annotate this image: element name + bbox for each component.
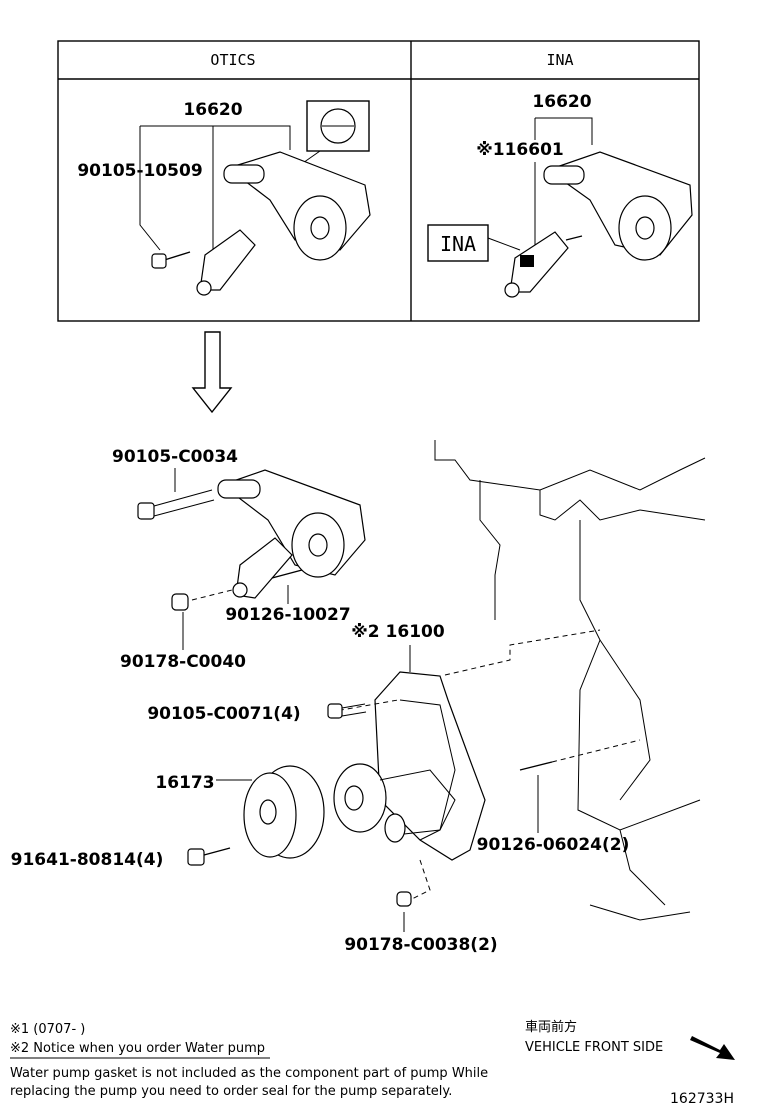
vehicle-front-arrow-icon [690, 1036, 735, 1060]
note-line-4: replacing the pump you need to order sea… [10, 1084, 453, 1099]
block-top-edge [434, 440, 706, 491]
pump-bolt-part [327, 703, 343, 719]
label-pulley[interactable]: 16173 [155, 773, 214, 793]
direction-en: VEHICLE FRONT SIDE [525, 1040, 664, 1055]
header-otics: OTICS [210, 51, 255, 69]
pump-body [379, 769, 456, 836]
nut-top-part [171, 593, 189, 611]
leader-otics-bolt [139, 126, 161, 251]
pump-plate-rib [399, 699, 456, 841]
label-water-pump[interactable]: ※2 16100 [351, 622, 445, 642]
tensioner-bracket-boss [217, 479, 261, 499]
header-ina: INA [546, 51, 573, 69]
ina-bracket-boss [543, 165, 585, 185]
pump-outlet [384, 813, 406, 843]
pump-to-block-dashline [444, 629, 601, 676]
block-top-right [639, 509, 706, 521]
label-ina-assy[interactable]: 16620 [532, 92, 591, 112]
block-bottom-edge [589, 904, 691, 921]
otics-pulley-hub [310, 216, 330, 240]
pulley-part [243, 765, 325, 859]
bolt-top-head [137, 502, 155, 520]
block-rib [539, 490, 641, 521]
direction-jp: 車両前方 [525, 1020, 578, 1035]
otics-bolt-head [151, 253, 167, 269]
label-stud[interactable]: 90126-10027 [225, 605, 350, 625]
label-pump-nut[interactable]: 90178-C0038(2) [344, 935, 497, 955]
ina-tensioner-band [520, 255, 534, 267]
ina-tag-frame [427, 224, 489, 262]
pump-hub [344, 785, 364, 811]
label-pulley-bolt[interactable]: 91641-80814(4) [11, 850, 164, 870]
block-lower-edge [619, 829, 666, 906]
otics-bracket-boss [223, 164, 265, 184]
ina-tensioner-eye [504, 282, 520, 298]
note-line-3: Water pump gasket is not included as the… [10, 1066, 489, 1081]
bolt-top-part [137, 489, 215, 520]
block-stud-dashline [551, 739, 641, 763]
nut-top-dashline [191, 589, 233, 601]
figure-id: 162733H [670, 1091, 734, 1107]
block-left-edge [479, 480, 501, 620]
stud-part [271, 569, 303, 579]
note-2: ※2 Notice when you order Water pump [10, 1041, 265, 1056]
otics-tensioner [199, 229, 256, 291]
block-inner-curve [599, 639, 651, 801]
pump-bolt-shank [341, 703, 367, 717]
block-stud-part [519, 761, 553, 771]
bolt-top-shank [153, 489, 215, 517]
pump-nut-dashline [409, 859, 431, 901]
idler-pulley-hub [308, 533, 328, 557]
ina-tag-text: INA [440, 232, 476, 256]
pulley-bolt-shank [203, 847, 231, 856]
belt-tensioner-eye [232, 582, 248, 598]
pump-nut-part [396, 891, 412, 907]
down-arrow-icon [191, 331, 233, 414]
pump-gasket-plate [374, 671, 486, 861]
label-bolt-top[interactable]: 90105-C0034 [112, 447, 238, 467]
label-ina-tensioner[interactable]: ※116601 [476, 140, 564, 160]
label-pump-bolt[interactable]: 90105-C0071(4) [147, 704, 300, 724]
variant-table: OTICS INA [57, 40, 700, 322]
label-otics-assy[interactable]: 16620 [183, 100, 242, 120]
ina-tensioner-stud [565, 235, 583, 241]
otics-cell: 16620 90105-10509 [77, 100, 371, 296]
water-pump-part [333, 629, 601, 901]
leader-ina-assy [535, 117, 593, 145]
pulley-center [259, 799, 277, 825]
table-frame [57, 40, 700, 322]
leader-otics-assy [140, 125, 291, 150]
engine-block-outline [434, 440, 706, 921]
label-nut-top[interactable]: 90178-C0040 [120, 652, 246, 672]
otics-inset-frame [306, 100, 370, 152]
block-front-face [577, 520, 701, 831]
ina-pulley-hub [635, 216, 655, 240]
ina-cell: 16620 ※116601 INA [427, 92, 693, 298]
ina-tensioner [509, 231, 569, 293]
pulley-bolt-part [187, 848, 205, 866]
otics-tensioner-eye [196, 280, 212, 296]
label-block-stud[interactable]: 90126-06024(2) [477, 835, 630, 855]
note-1: ※1 (0707- ) [10, 1022, 86, 1037]
ina-tag-pointer [487, 237, 521, 251]
